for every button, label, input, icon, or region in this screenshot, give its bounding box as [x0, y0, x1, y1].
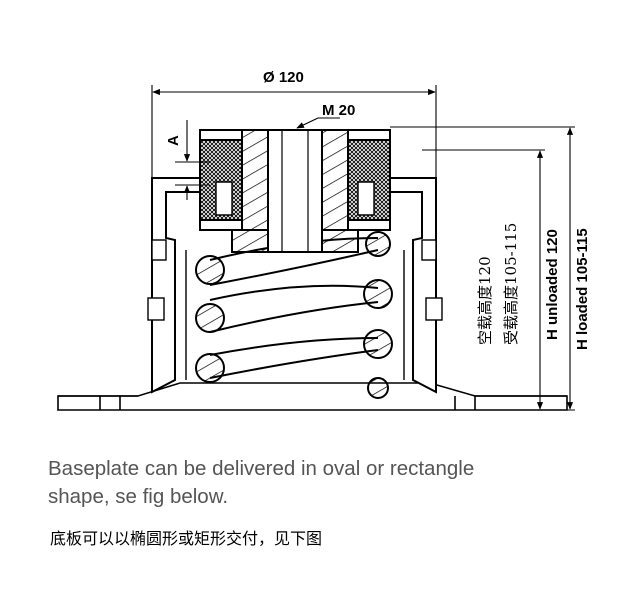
h-unloaded-label: H unloaded 120: [544, 229, 561, 340]
center-boss: [199, 129, 391, 253]
caption-chinese: 底板可以以椭圆形或矩形交付，见下图: [50, 529, 323, 548]
baseplate: [57, 382, 568, 411]
cn-unloaded-label: 空载高度120: [476, 256, 494, 345]
caption-english-line-1: Baseplate can be delivered in oval or re…: [48, 457, 475, 480]
caption-english: Baseplate can be delivered in oval or re…: [48, 455, 608, 511]
dimension-lines: [151, 85, 575, 411]
diameter-label: Ø 120: [263, 69, 304, 86]
caption-english-line-2: shape, se fig below.: [48, 485, 229, 508]
cn-loaded-label: 受载高度105-115: [502, 223, 520, 345]
h-loaded-label: H loaded 105-115: [574, 228, 591, 350]
thread-label: M 20: [322, 102, 355, 119]
vibration-isolator-drawing: Ø 120 M 20 A 空载高度120 受载高度105-115 H unloa…: [57, 69, 591, 411]
spring-coil: [195, 231, 393, 399]
dim-a-label: A: [165, 135, 182, 146]
housing: [147, 177, 443, 394]
